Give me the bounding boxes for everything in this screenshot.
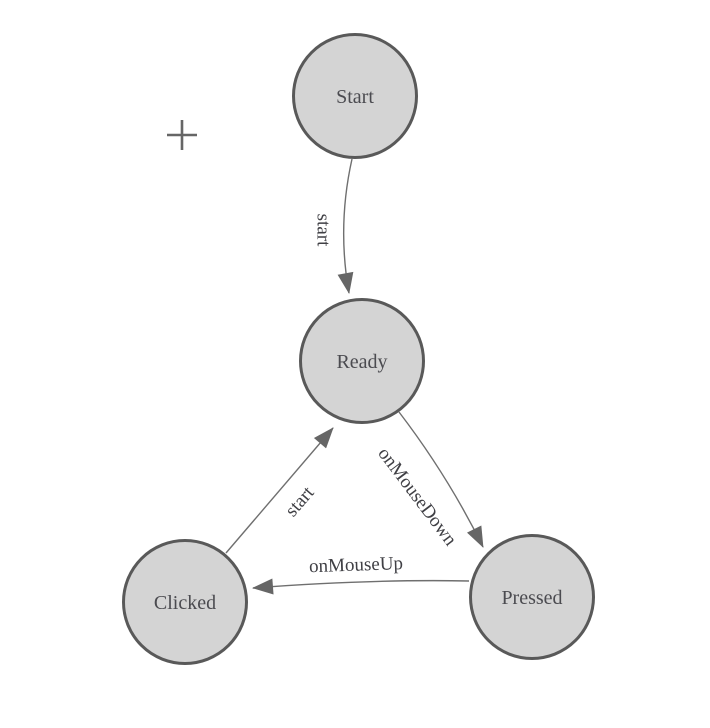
node-label-ready: Ready xyxy=(336,351,387,373)
node-circle-pressed xyxy=(469,534,595,660)
edge-label-start-to-ready: start xyxy=(312,214,333,247)
plus-icon[interactable] xyxy=(167,120,197,150)
node-label-clicked: Clicked xyxy=(154,592,216,614)
node-label-start: Start xyxy=(336,86,374,108)
node-pressed[interactable]: Pressed xyxy=(469,534,595,660)
node-circle-start xyxy=(292,33,418,159)
edge-label-ready-to-pressed: onMouseDown xyxy=(373,444,461,551)
node-label-pressed: Pressed xyxy=(501,587,562,609)
edge-line-clicked-to-ready xyxy=(225,427,334,554)
node-circle-clicked xyxy=(122,539,248,665)
node-circle-ready xyxy=(299,298,425,424)
edge-clicked-to-ready[interactable]: start xyxy=(225,427,334,554)
edge-label-clicked-to-ready: start xyxy=(281,482,319,521)
edge-line-start-to-ready xyxy=(337,158,354,294)
edge-line-pressed-to-clicked xyxy=(252,578,470,595)
edge-pressed-to-clicked[interactable]: onMouseUp xyxy=(252,553,470,595)
edge-line-ready-to-pressed xyxy=(398,411,484,548)
node-clicked[interactable]: Clicked xyxy=(122,539,248,665)
edge-label-pressed-to-clicked: onMouseUp xyxy=(309,553,404,577)
node-ready[interactable]: Ready xyxy=(299,298,425,424)
edge-start-to-ready[interactable]: start xyxy=(312,158,354,294)
edge-ready-to-pressed[interactable]: onMouseDown xyxy=(373,411,484,551)
node-start[interactable]: Start xyxy=(292,33,418,159)
